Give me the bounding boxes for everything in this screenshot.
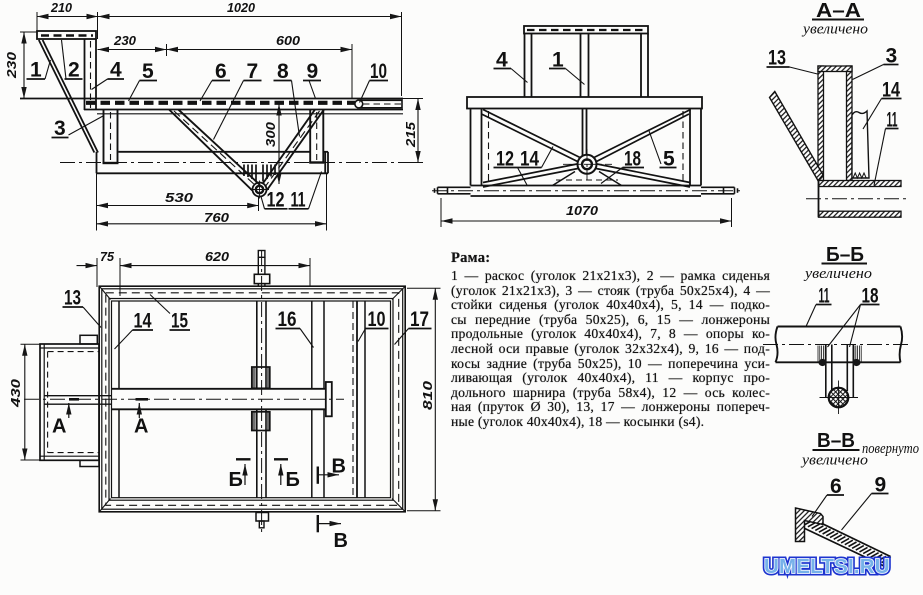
svg-text:12: 12 bbox=[267, 189, 285, 212]
svg-text:8: 8 bbox=[277, 60, 289, 83]
svg-text:230: 230 bbox=[113, 33, 137, 48]
svg-text:7: 7 bbox=[247, 60, 259, 83]
svg-text:9: 9 bbox=[307, 60, 319, 83]
svg-text:увеличено: увеличено bbox=[801, 22, 868, 38]
svg-text:4: 4 bbox=[496, 49, 508, 72]
svg-text:Б: Б bbox=[229, 469, 243, 491]
svg-text:увеличено: увеличено bbox=[800, 453, 868, 469]
svg-text:230: 230 bbox=[4, 51, 19, 79]
svg-text:810: 810 bbox=[420, 380, 435, 410]
svg-text:600: 600 bbox=[276, 33, 301, 48]
svg-text:5: 5 bbox=[142, 60, 154, 83]
svg-text:16: 16 bbox=[278, 308, 297, 331]
svg-text:3: 3 bbox=[886, 45, 898, 68]
svg-text:12: 12 bbox=[496, 148, 514, 171]
svg-text:Б–Б: Б–Б bbox=[826, 244, 864, 266]
svg-text:14: 14 bbox=[520, 148, 539, 171]
svg-text:1: 1 bbox=[30, 59, 42, 82]
svg-text:А: А bbox=[134, 416, 148, 438]
svg-text:15: 15 bbox=[171, 310, 188, 333]
svg-text:А: А bbox=[52, 416, 66, 438]
svg-text:75: 75 bbox=[100, 249, 115, 264]
svg-text:18: 18 bbox=[624, 148, 641, 171]
svg-text:4: 4 bbox=[110, 59, 122, 82]
svg-text:620: 620 bbox=[205, 249, 230, 264]
svg-text:14: 14 bbox=[882, 79, 900, 102]
svg-text:1: 1 bbox=[552, 49, 564, 72]
svg-text:210: 210 bbox=[50, 0, 73, 15]
svg-text:3: 3 bbox=[54, 117, 66, 140]
svg-text:9: 9 bbox=[875, 474, 887, 497]
svg-text:1070: 1070 bbox=[566, 203, 599, 218]
svg-text:А–А: А–А bbox=[816, 0, 861, 22]
svg-text:13: 13 bbox=[64, 287, 81, 310]
svg-text:300: 300 bbox=[263, 121, 278, 147]
svg-text:увеличено: увеличено bbox=[803, 266, 872, 282]
svg-text:В: В bbox=[332, 456, 346, 478]
svg-text:Б: Б bbox=[286, 469, 300, 491]
svg-text:10: 10 bbox=[370, 60, 387, 83]
svg-text:11: 11 bbox=[887, 109, 898, 132]
svg-text:6: 6 bbox=[215, 60, 227, 83]
svg-text:14: 14 bbox=[134, 310, 152, 333]
svg-text:18: 18 bbox=[862, 285, 879, 308]
svg-text:11: 11 bbox=[819, 285, 830, 308]
svg-text:повернуто: повернуто bbox=[862, 441, 919, 457]
svg-text:2: 2 bbox=[68, 59, 80, 82]
svg-text:17: 17 bbox=[410, 308, 429, 331]
svg-text:760: 760 bbox=[204, 210, 230, 225]
svg-text:6: 6 bbox=[830, 475, 842, 498]
svg-text:13: 13 bbox=[768, 47, 786, 70]
svg-text:5: 5 bbox=[663, 148, 675, 171]
svg-text:430: 430 bbox=[8, 378, 23, 408]
svg-text:В: В bbox=[334, 530, 348, 552]
svg-text:1020: 1020 bbox=[227, 0, 256, 15]
svg-text:11: 11 bbox=[291, 189, 306, 212]
svg-text:10: 10 bbox=[368, 308, 386, 331]
svg-text:215: 215 bbox=[403, 121, 418, 148]
svg-text:В–В: В–В bbox=[817, 430, 855, 452]
svg-text:530: 530 bbox=[165, 190, 194, 205]
